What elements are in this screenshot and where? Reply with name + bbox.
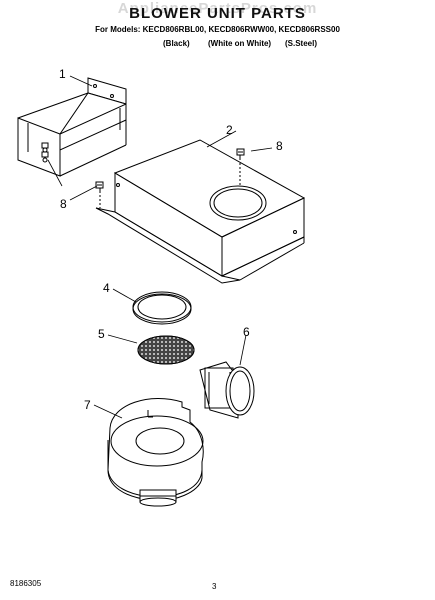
callout-8-left: 8: [60, 197, 67, 211]
part-4-gasket: [132, 291, 192, 325]
callout-5: 5: [98, 327, 105, 341]
models-line: For Models: KECD806RBL00, KECD806RWW00, …: [95, 25, 340, 34]
callout-2: 2: [226, 123, 233, 137]
part-2-housing: [95, 139, 306, 284]
part-number: 8186305: [10, 579, 42, 588]
part-8-screw-left: [95, 181, 104, 208]
callout-1: 1: [59, 67, 66, 81]
finish-black: (Black): [163, 39, 190, 48]
page-number: 3: [212, 582, 217, 591]
finish-white: (White on White): [208, 39, 272, 48]
page-title: BLOWER UNIT PARTS: [129, 5, 306, 22]
finish-steel: (S.Steel): [285, 39, 318, 48]
part-1-bracket: [17, 77, 127, 177]
part-5-screen: [137, 335, 195, 365]
callout-7: 7: [84, 398, 91, 412]
watermark: AppliancePartsPros.com: [117, 0, 318, 17]
part-6-damper: [199, 361, 255, 419]
callout-4: 4: [103, 281, 110, 295]
bracket-screws: [41, 142, 49, 158]
callout-6: 6: [243, 325, 250, 339]
part-7-blower: [107, 398, 204, 507]
callout-8-right: 8: [276, 139, 283, 153]
leader-lines: [47, 75, 273, 419]
part-8-screw-right: [236, 148, 245, 185]
